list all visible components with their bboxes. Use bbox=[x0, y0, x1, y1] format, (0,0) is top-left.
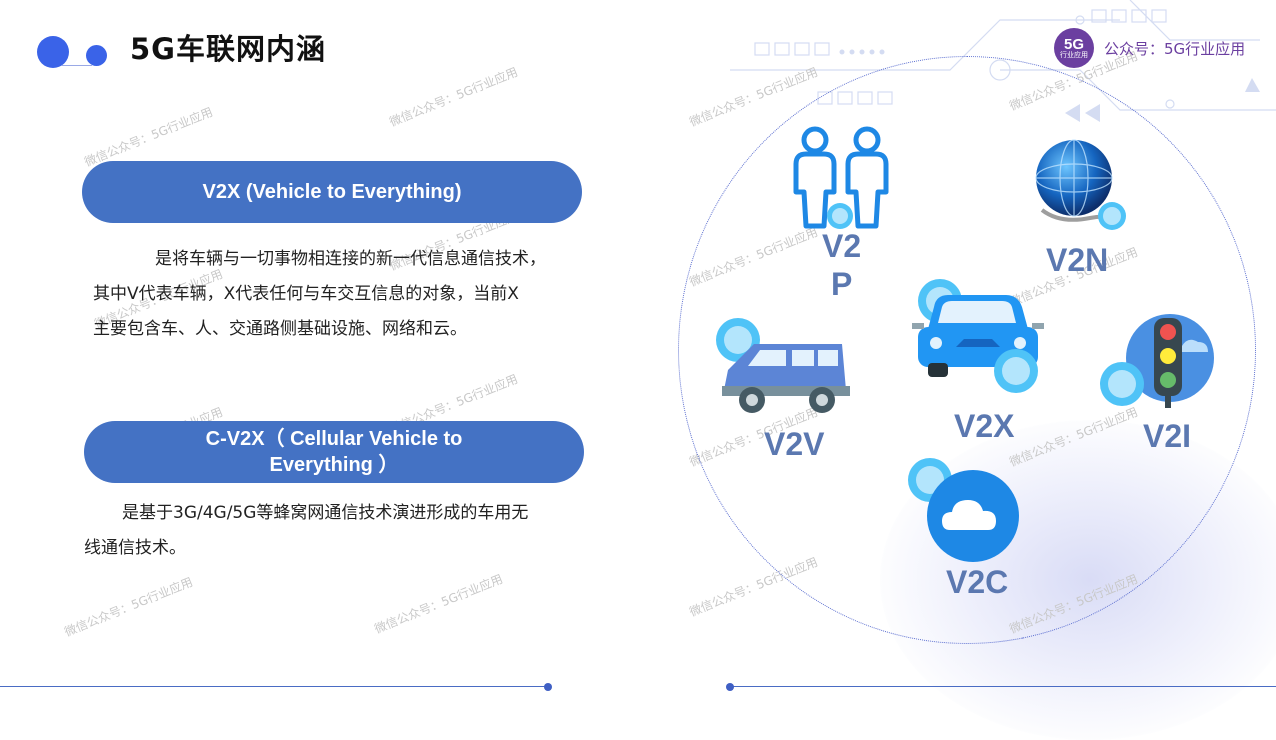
van-icon bbox=[716, 318, 850, 413]
v2c-label: V2C bbox=[946, 564, 1009, 600]
cv2x-pill-label-line1: C-V2X（ Cellular Vehicle to bbox=[205, 428, 463, 450]
v2i-label: V2I bbox=[1143, 418, 1192, 454]
cv2x-description: 是基于3G/4G/5G等蜂窝网通信技术演进形成的车用无 线通信技术。 bbox=[84, 496, 604, 566]
v2x-pill-label: V2X (Vehicle to Everything) bbox=[202, 181, 462, 203]
brand-logo: 5G 行业应用 bbox=[1054, 28, 1094, 68]
page-title: 5G车联网内涵 bbox=[130, 32, 326, 66]
v2x-desc-line: 主要包含车、人、交通路侧基础设施、网络和云。 bbox=[93, 319, 467, 339]
v2x-desc-line: 其中V代表车辆，X代表任何与车交互信息的对象，当前X bbox=[93, 284, 519, 304]
v2x-circle bbox=[678, 56, 1256, 644]
watermark: 微信公众号：5G行业应用 bbox=[387, 64, 520, 130]
title-underline bbox=[62, 65, 92, 66]
bottom-line-right bbox=[730, 686, 1276, 688]
cv2x-pill: C-V2X（ Cellular Vehicle to Everything ） bbox=[84, 421, 584, 483]
car-icon bbox=[912, 279, 1044, 393]
v2x-pill: V2X (Vehicle to Everything) bbox=[82, 161, 582, 223]
watermark: 微信公众号：5G行业应用 bbox=[62, 574, 195, 640]
brand-account-label: 公众号：5G行业应用 bbox=[1104, 40, 1246, 58]
v2x-label: V2X bbox=[954, 408, 1015, 444]
pedestrians-icon bbox=[793, 126, 889, 229]
v2p-label-line2: P bbox=[831, 266, 853, 302]
bottom-line-left bbox=[0, 686, 548, 688]
cv2x-desc-line: 是基于3G/4G/5G等蜂窝网通信技术演进形成的车用无 bbox=[122, 503, 529, 523]
watermark: 微信公众号：5G行业应用 bbox=[82, 104, 215, 170]
v2n-label: V2N bbox=[1046, 242, 1109, 278]
cloud-icon bbox=[908, 458, 1019, 562]
title-dot-small bbox=[86, 45, 107, 66]
v2p-label-line1: V2 bbox=[822, 228, 862, 264]
globe-icon bbox=[1035, 139, 1126, 230]
v2v-label: V2V bbox=[764, 426, 825, 462]
watermark: 微信公众号：5G行业应用 bbox=[372, 571, 505, 637]
cv2x-pill-label-line2: Everything ） bbox=[269, 454, 399, 476]
title-dot-large bbox=[37, 36, 69, 68]
traffic-light-icon bbox=[1100, 314, 1214, 408]
brand-logo-subtext: 行业应用 bbox=[1060, 52, 1088, 59]
brand-logo-text: 5G bbox=[1063, 36, 1084, 53]
bottom-line-left-dot bbox=[544, 683, 552, 691]
v2x-desc-line: 是将车辆与一切事物相连接的新一代信息通信技术， bbox=[155, 249, 546, 269]
bottom-line-right-dot bbox=[726, 683, 734, 691]
cv2x-desc-line: 线通信技术。 bbox=[84, 538, 186, 558]
v2x-description: 是将车辆与一切事物相连接的新一代信息通信技术， 其中V代表车辆，X代表任何与车交… bbox=[93, 242, 613, 347]
